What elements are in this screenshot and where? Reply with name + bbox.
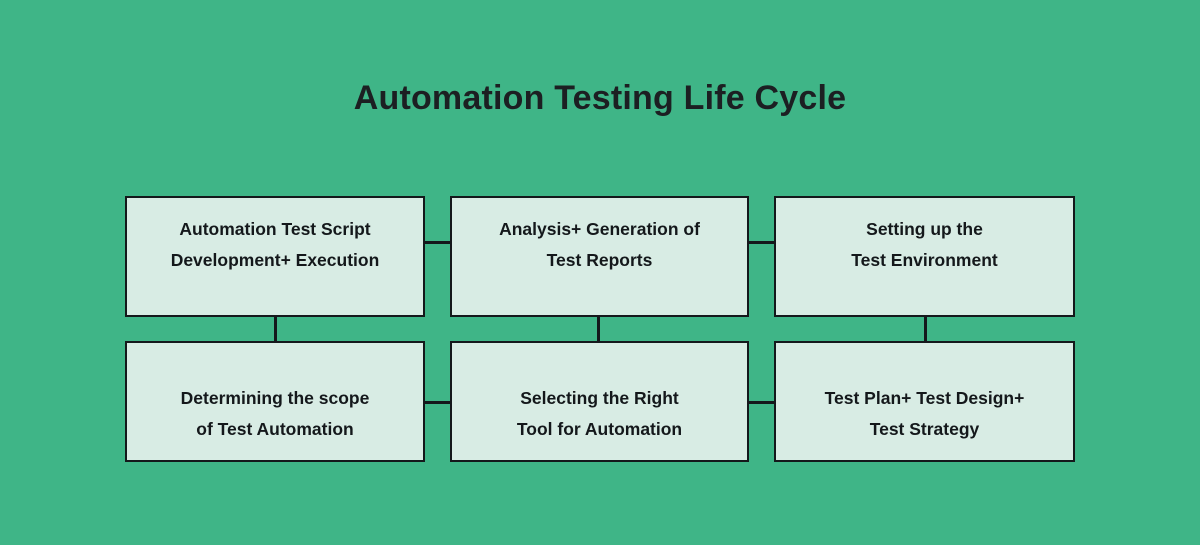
- node-test-plan-test-design-test-strategy[interactable]: Test Plan+ Test Design+ Test Strategy: [774, 341, 1075, 462]
- node-determining-the-scope-of-test-automation[interactable]: Determining the scope of Test Automation: [125, 341, 425, 462]
- node-text: Determining the scope of Test Automation: [181, 383, 370, 445]
- connector-bottom-col1-col2: [425, 401, 450, 404]
- node-line-1: Automation Test Script: [179, 218, 371, 239]
- node-setting-up-the-test-environment[interactable]: Setting up the Test Environment: [774, 196, 1075, 317]
- connector-col2-top-bottom: [597, 317, 600, 341]
- node-text: Selecting the Right Tool for Automation: [517, 383, 682, 445]
- connector-top-col2-col3: [749, 241, 774, 244]
- node-line-1: Selecting the Right: [520, 387, 679, 408]
- node-line-1: Test Plan+ Test Design+: [824, 387, 1025, 408]
- node-text: Setting up the Test Environment: [851, 214, 998, 276]
- node-line-1: Setting up the: [866, 218, 983, 239]
- connector-col3-top-bottom: [924, 317, 927, 341]
- connector-top-col1-col2: [425, 241, 450, 244]
- node-automation-test-script-development-execution[interactable]: Automation Test Script Development+ Exec…: [125, 196, 425, 317]
- node-text: Analysis+ Generation of Test Reports: [499, 214, 700, 276]
- node-text: Test Plan+ Test Design+ Test Strategy: [825, 383, 1025, 445]
- connector-bottom-col2-col3: [749, 401, 774, 404]
- node-line-1: Determining the scope: [180, 387, 370, 408]
- node-line-2: Development+ Execution: [170, 249, 380, 270]
- node-line-2: Test Reports: [546, 249, 653, 270]
- node-analysis-generation-of-test-reports[interactable]: Analysis+ Generation of Test Reports: [450, 196, 749, 317]
- node-selecting-the-right-tool-for-automation[interactable]: Selecting the Right Tool for Automation: [450, 341, 749, 462]
- connector-col1-top-bottom: [274, 317, 277, 341]
- page-title: Automation Testing Life Cycle: [353, 79, 847, 117]
- node-text: Automation Test Script Development+ Exec…: [171, 214, 380, 276]
- node-line-2: Tool for Automation: [516, 418, 683, 439]
- node-line-2: Test Environment: [851, 249, 998, 270]
- node-line-2: Test Strategy: [869, 418, 980, 439]
- node-line-2: of Test Automation: [196, 418, 354, 439]
- node-line-1: Analysis+ Generation of: [499, 218, 700, 239]
